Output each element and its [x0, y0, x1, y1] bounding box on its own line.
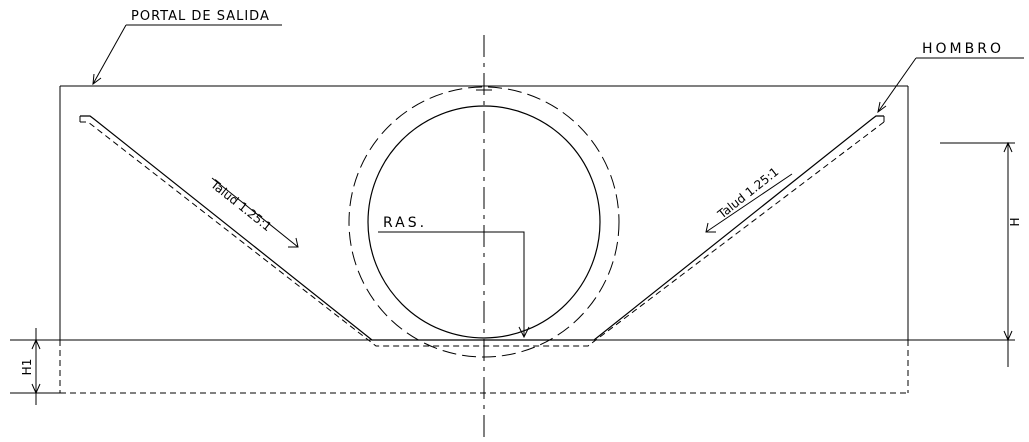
- h1-dimension-arrow-bottom: [31, 383, 41, 395]
- ras-leader-arrowhead: [518, 326, 530, 339]
- talud-right-arrowhead: [705, 222, 716, 233]
- portal-label: PORTAL DE SALIDA: [131, 9, 270, 24]
- talud-left-arrowhead: [288, 237, 299, 248]
- ras-leader-line: [378, 231, 525, 336]
- h1-dimension-label: H1: [20, 359, 34, 376]
- hombro-leader-arrowhead: [877, 101, 887, 114]
- h1-dimension-arrow-top: [31, 338, 41, 350]
- hombro-leader-line: [877, 57, 917, 113]
- h-dimension-label: H: [1008, 217, 1022, 226]
- channel-profile-solid: [80, 115, 884, 341]
- ras-label: RAS.: [383, 215, 427, 231]
- pipe-inner-circle: [367, 105, 601, 339]
- hombro-label: HOMBRO: [922, 41, 1004, 57]
- channel-profile-dashed: [80, 121, 885, 347]
- h-dimension-arrow-top: [1003, 141, 1013, 153]
- talud-right-arrow-line: [705, 173, 793, 233]
- talud-left-arrow-line: [211, 177, 299, 248]
- portal-leader-arrowhead: [92, 73, 102, 86]
- h-dimension-arrow-bottom: [1003, 330, 1013, 342]
- talud-right-label: Talud 1.25:1: [714, 165, 781, 222]
- talud-left-label: Talud 1.25:1: [207, 177, 274, 234]
- portal-leader-line: [92, 24, 127, 85]
